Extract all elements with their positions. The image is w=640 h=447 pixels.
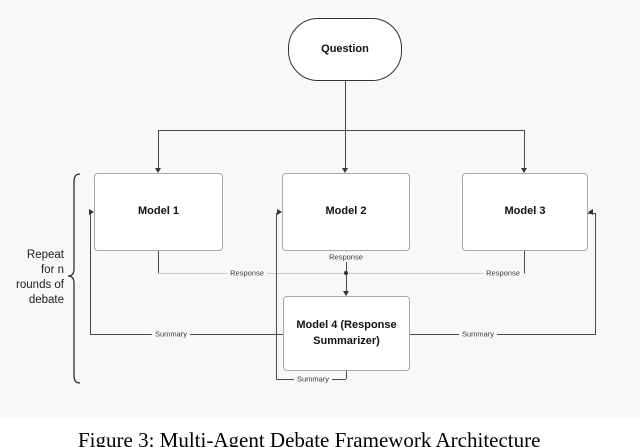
repeat-note: Repeat for n rounds of debate — [4, 248, 64, 308]
model-2-label: Model 2 — [325, 205, 367, 218]
response-label-middle: Response — [326, 252, 366, 262]
arrowhead-model2-top — [342, 168, 348, 173]
connector-summary-right-v — [595, 213, 596, 334]
curly-brace-icon — [67, 173, 81, 384]
connector-to-model3 — [524, 130, 525, 168]
summary-label-right: Summary — [458, 329, 498, 339]
figure-caption: Figure 3: Multi-Agent Debate Framework A… — [78, 428, 541, 447]
model-1-node: Model 1 — [94, 173, 223, 251]
model-1-label: Model 1 — [138, 205, 179, 218]
connector-response-bus — [158, 273, 525, 274]
arrowhead-model1-top — [155, 168, 161, 173]
question-node-label: Question — [321, 42, 369, 55]
summary-label-bottom: Summary — [293, 374, 333, 384]
model-3-node: Model 3 — [462, 173, 588, 251]
repeat-note-line2: for n — [40, 264, 64, 276]
model-4-label-line1: Model 4 (Response — [296, 318, 397, 331]
model-2-node: Model 2 — [282, 173, 410, 251]
repeat-note-line4: debate — [28, 294, 64, 306]
question-node: Question — [288, 18, 402, 81]
arrowhead-model3-top — [521, 168, 527, 173]
connector-question-down — [345, 80, 346, 130]
junction-dot — [344, 271, 348, 275]
repeat-note-line3: rounds of — [16, 279, 64, 291]
connector-response-to-model4 — [346, 262, 347, 291]
arrowhead-model3-right — [588, 209, 593, 215]
summary-label-left: Summary — [151, 329, 191, 339]
arrowhead-model4-top — [343, 291, 349, 296]
connector-model1-response-drop — [158, 251, 159, 273]
connector-summary-right-h — [410, 334, 596, 335]
response-label-left: Response — [227, 268, 267, 278]
connector-summary-left-v — [90, 213, 91, 334]
model-3-label: Model 3 — [504, 205, 546, 218]
connector-to-model1 — [158, 130, 159, 168]
connector-model4-bottom-drop — [346, 371, 347, 379]
response-label-right: Response — [483, 268, 523, 278]
model-4-node: Model 4 (Response Summarizer) — [283, 296, 410, 371]
repeat-note-line1: Repeat — [26, 249, 64, 261]
connector-model3-response-drop — [524, 251, 525, 273]
connector-to-model2 — [345, 130, 346, 168]
model-4-label-line2: Summarizer) — [313, 334, 380, 347]
connector-top-split — [158, 130, 525, 131]
arrowhead-model2-left — [277, 209, 282, 215]
arrowhead-model1-left — [89, 209, 94, 215]
connector-summary-bottom-v — [276, 213, 277, 379]
